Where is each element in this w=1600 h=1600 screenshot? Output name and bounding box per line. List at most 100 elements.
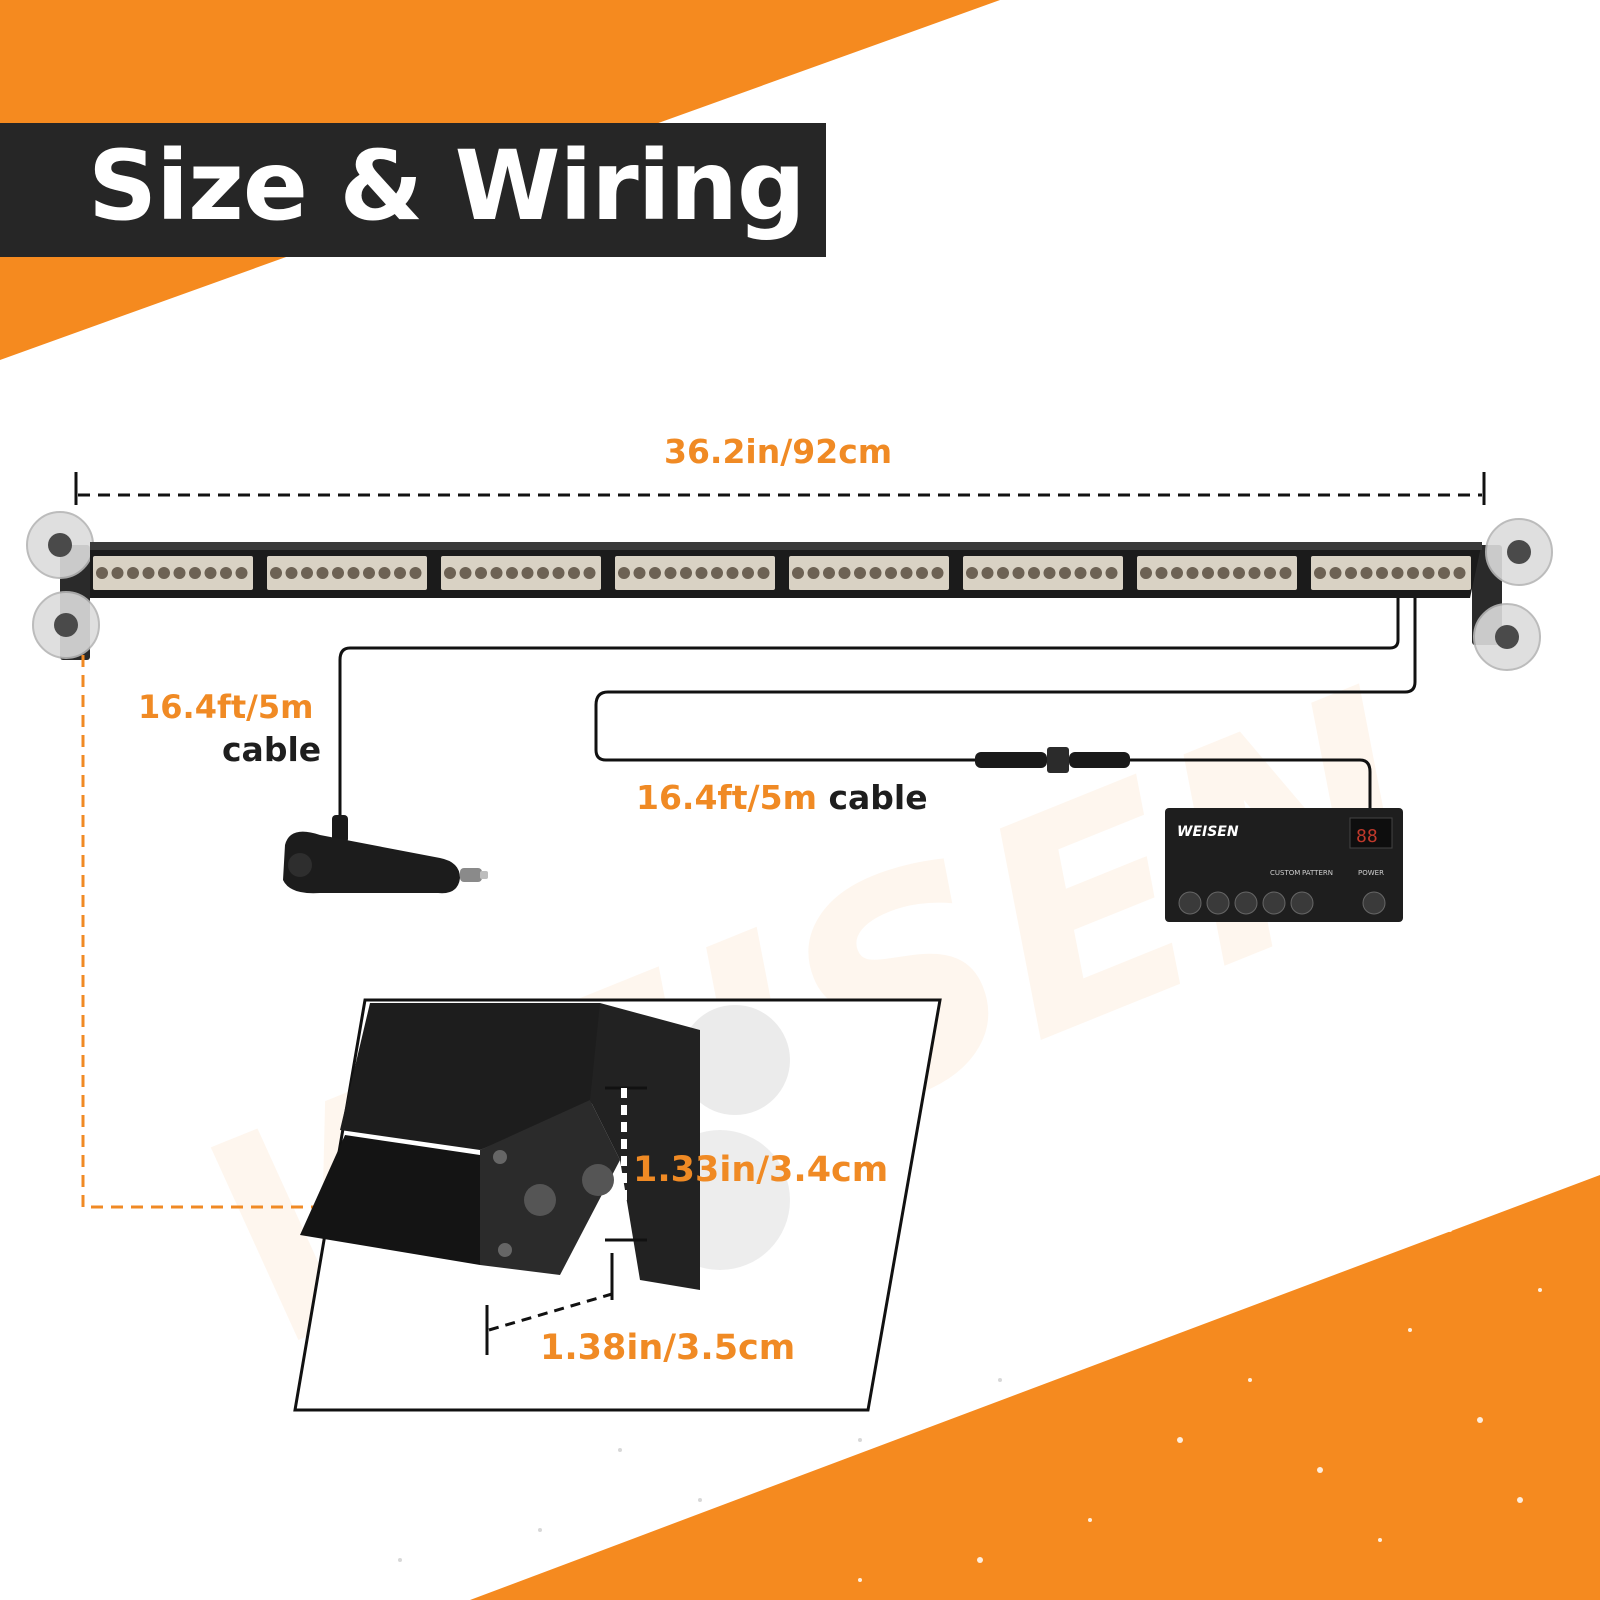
led-emitter bbox=[301, 567, 313, 579]
led-emitter bbox=[1329, 567, 1342, 579]
controller-knobs bbox=[1178, 891, 1386, 915]
mode-knob bbox=[1178, 891, 1202, 915]
led-emitter bbox=[1233, 567, 1245, 579]
led-emitter bbox=[285, 567, 298, 579]
led-emitter bbox=[1012, 567, 1025, 579]
led-emitter bbox=[111, 567, 124, 579]
led-module bbox=[963, 556, 1123, 590]
led-emitter bbox=[711, 567, 723, 579]
led-emitter bbox=[1155, 567, 1168, 579]
led-emitter bbox=[363, 567, 375, 579]
led-emitter bbox=[1186, 567, 1199, 579]
led-emitter bbox=[552, 567, 565, 579]
led-emitter bbox=[270, 567, 282, 579]
led-emitter bbox=[966, 567, 978, 579]
cigarette-plug bbox=[283, 815, 488, 894]
controller-display: 88 bbox=[1356, 826, 1378, 847]
led-emitter bbox=[490, 567, 503, 579]
led-emitter bbox=[1314, 567, 1326, 579]
orange-guide-line bbox=[81, 655, 320, 1209]
controller-cable bbox=[594, 598, 1417, 762]
right-suction-mounts bbox=[1472, 518, 1553, 671]
led-emitter bbox=[838, 567, 851, 579]
led-emitter bbox=[1407, 567, 1419, 579]
left-suction-mounts bbox=[26, 511, 100, 660]
led-emitter bbox=[204, 567, 217, 579]
controller-power-label: POWER bbox=[1358, 869, 1384, 877]
mode-knob bbox=[1234, 891, 1258, 915]
led-emitter bbox=[521, 567, 534, 579]
speckle-texture bbox=[858, 1228, 1542, 1582]
led-emitter bbox=[664, 567, 677, 579]
led-emitter bbox=[220, 567, 232, 579]
led-emitter bbox=[1264, 567, 1276, 579]
height-dimension bbox=[605, 1086, 647, 1242]
power-cable bbox=[338, 598, 1400, 815]
led-emitter bbox=[1171, 567, 1183, 579]
led-emitter bbox=[885, 567, 897, 579]
depth-label: 1.38in/3.5cm bbox=[540, 1328, 796, 1368]
mode-knob bbox=[1206, 891, 1230, 915]
led-emitter bbox=[757, 567, 770, 579]
led-emitter bbox=[96, 567, 108, 579]
length-label: 36.2in/92cm bbox=[664, 432, 893, 471]
led-emitter bbox=[649, 567, 661, 579]
led-emitter bbox=[316, 567, 329, 579]
controller-cable-length: 16.4ft/5m bbox=[636, 778, 817, 817]
led-emitter bbox=[1453, 567, 1466, 579]
led-emitter bbox=[1360, 567, 1373, 579]
led-emitter bbox=[583, 567, 596, 579]
led-module bbox=[1137, 556, 1297, 590]
led-module bbox=[441, 556, 601, 590]
controller-cable-end bbox=[1130, 758, 1372, 808]
led-emitter bbox=[1279, 567, 1292, 579]
page-title: Size & Wiring bbox=[88, 130, 806, 242]
led-emitter bbox=[695, 567, 708, 579]
light-bar bbox=[90, 542, 1482, 598]
led-emitter bbox=[235, 567, 248, 579]
led-emitter bbox=[1248, 567, 1261, 579]
led-emitter bbox=[378, 567, 391, 579]
controller-box bbox=[1165, 808, 1403, 922]
led-emitter bbox=[506, 567, 518, 579]
led-emitter bbox=[189, 567, 201, 579]
led-emitter bbox=[823, 567, 835, 579]
led-emitter bbox=[981, 567, 994, 579]
led-emitter bbox=[931, 567, 944, 579]
led-emitter bbox=[142, 567, 155, 579]
end-cap-detail bbox=[300, 1003, 790, 1290]
led-emitter bbox=[1074, 567, 1087, 579]
led-emitter bbox=[1376, 567, 1388, 579]
led-emitter bbox=[394, 567, 406, 579]
led-emitter bbox=[900, 567, 913, 579]
led-emitter bbox=[1345, 567, 1357, 579]
inline-connector bbox=[975, 747, 1130, 773]
led-module bbox=[615, 556, 775, 590]
led-emitter bbox=[1422, 567, 1435, 579]
led-module bbox=[267, 556, 427, 590]
power-knob bbox=[1362, 891, 1386, 915]
controller-custom-label: CUSTOM bbox=[1270, 869, 1300, 877]
led-emitter bbox=[1140, 567, 1152, 579]
controller-pattern-label: PATTERN bbox=[1302, 869, 1333, 877]
controller-cable-word: cable bbox=[828, 778, 928, 817]
led-emitter bbox=[1202, 567, 1214, 579]
led-emitter bbox=[568, 567, 580, 579]
led-emitter bbox=[1043, 567, 1056, 579]
led-emitter bbox=[916, 567, 928, 579]
led-emitter bbox=[792, 567, 804, 579]
led-emitter bbox=[173, 567, 186, 579]
led-emitter bbox=[742, 567, 754, 579]
led-emitter bbox=[1217, 567, 1230, 579]
led-emitter bbox=[854, 567, 866, 579]
led-emitter bbox=[158, 567, 170, 579]
led-emitter bbox=[1028, 567, 1040, 579]
led-emitter bbox=[332, 567, 344, 579]
power-cable-word-label: cable bbox=[222, 730, 322, 769]
controller-cable-label: 16.4ft/5m cable bbox=[636, 778, 928, 817]
led-emitter bbox=[1105, 567, 1118, 579]
led-emitter bbox=[807, 567, 820, 579]
led-emitter bbox=[1059, 567, 1071, 579]
title-bar bbox=[0, 123, 826, 257]
